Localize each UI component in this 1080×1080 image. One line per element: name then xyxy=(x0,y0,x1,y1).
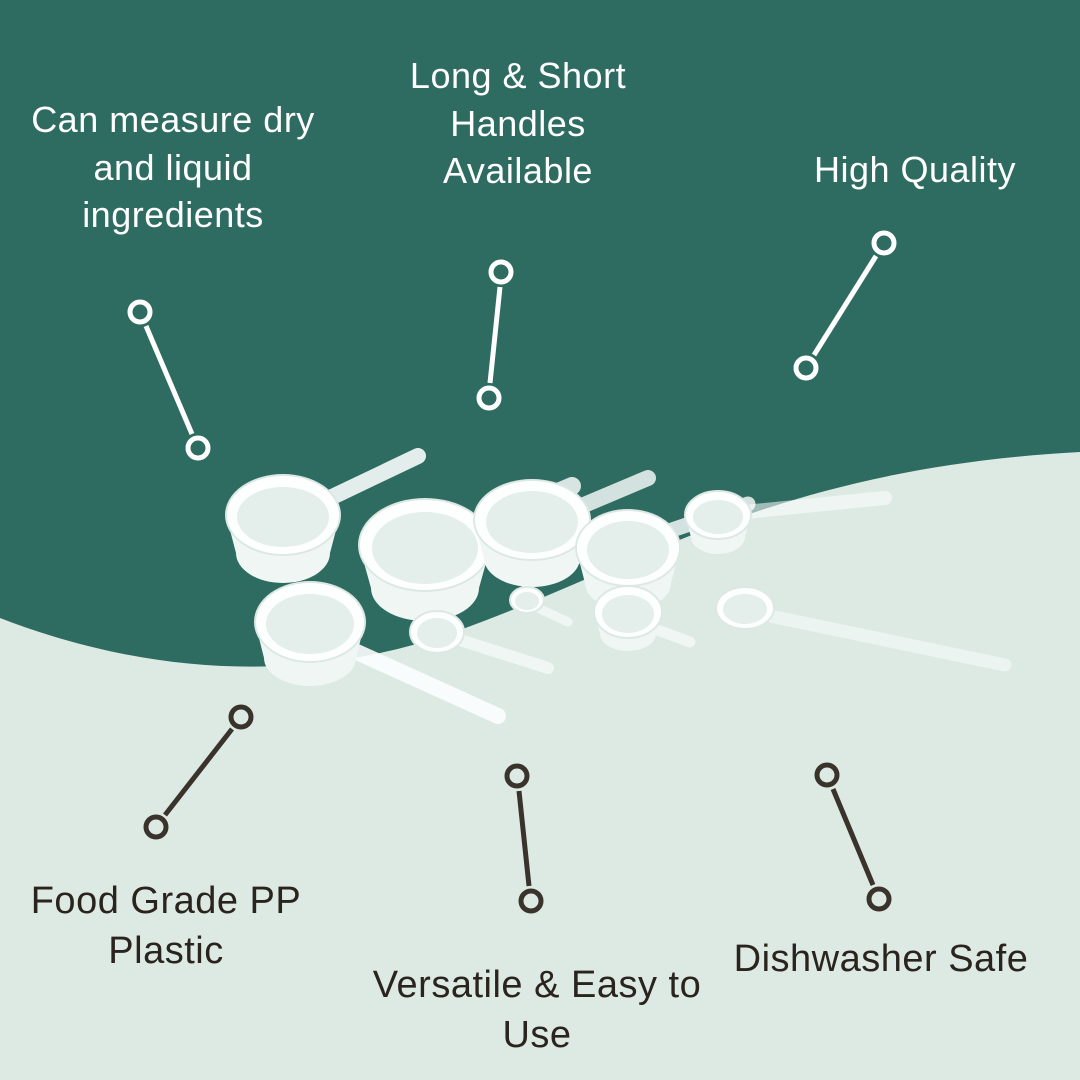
callout-dishwasher-safe-label: Dishwasher Safe xyxy=(733,938,1029,980)
connector-bottom-left xyxy=(143,704,254,840)
callout-food-grade-label: Food Grade PP Plastic xyxy=(30,880,302,973)
callout-handles-label: Long & Short Handles Available xyxy=(409,55,627,192)
connector-bottom-right xyxy=(814,762,892,912)
connector-line xyxy=(516,790,532,887)
connector-endpoint-dot xyxy=(185,435,211,461)
connector-line xyxy=(143,325,195,435)
callout-versatile-label: Versatile & Easy to Use xyxy=(372,964,702,1057)
connector-endpoint-dot xyxy=(793,355,819,381)
scoop-long-handle xyxy=(763,609,1012,672)
connector-top-right xyxy=(793,230,897,381)
callout-can-measure-label: Can measure dry and liquid ingredients xyxy=(31,99,315,236)
connector-line xyxy=(811,254,879,357)
connector-top-center xyxy=(476,259,514,411)
scoop-long-handle xyxy=(340,640,506,724)
scoop-handle xyxy=(322,448,426,506)
measuring-spoon xyxy=(409,610,465,654)
connector-endpoint-dot xyxy=(228,704,254,730)
measuring-spoon xyxy=(509,586,545,614)
scoop-handle xyxy=(454,634,554,674)
measuring-scoop xyxy=(225,474,341,583)
scoop-handle xyxy=(576,470,656,513)
scoop-handle xyxy=(533,603,573,627)
connector-line xyxy=(487,286,503,384)
connector-top-left xyxy=(127,299,211,461)
measuring-scoop xyxy=(473,479,591,587)
background-wave xyxy=(0,452,1080,1080)
scoop-long-handle xyxy=(738,491,892,519)
measuring-scoop xyxy=(684,490,752,554)
connector-endpoint-dot xyxy=(866,886,892,912)
connector-endpoint-dot xyxy=(476,385,502,411)
connector-line xyxy=(830,788,876,886)
connector-bottom-center xyxy=(504,763,544,914)
connector-endpoint-dot xyxy=(814,762,840,788)
connector-endpoint-dot xyxy=(518,888,544,914)
connector-endpoint-dot xyxy=(504,763,530,789)
measuring-scoops-photo xyxy=(225,448,1012,724)
scoop-handle xyxy=(646,622,696,648)
callout-high-quality-label: High Quality xyxy=(813,149,1017,190)
connector-endpoint-dot xyxy=(143,814,169,840)
measuring-scoop xyxy=(254,581,366,686)
connector-line xyxy=(163,727,234,817)
measuring-spoon xyxy=(715,586,775,630)
connector-endpoint-dot xyxy=(871,230,897,256)
measuring-scoop xyxy=(593,585,663,651)
connector-endpoint-dot xyxy=(488,259,514,285)
measuring-scoop xyxy=(358,498,492,621)
connector-endpoint-dot xyxy=(127,299,153,325)
